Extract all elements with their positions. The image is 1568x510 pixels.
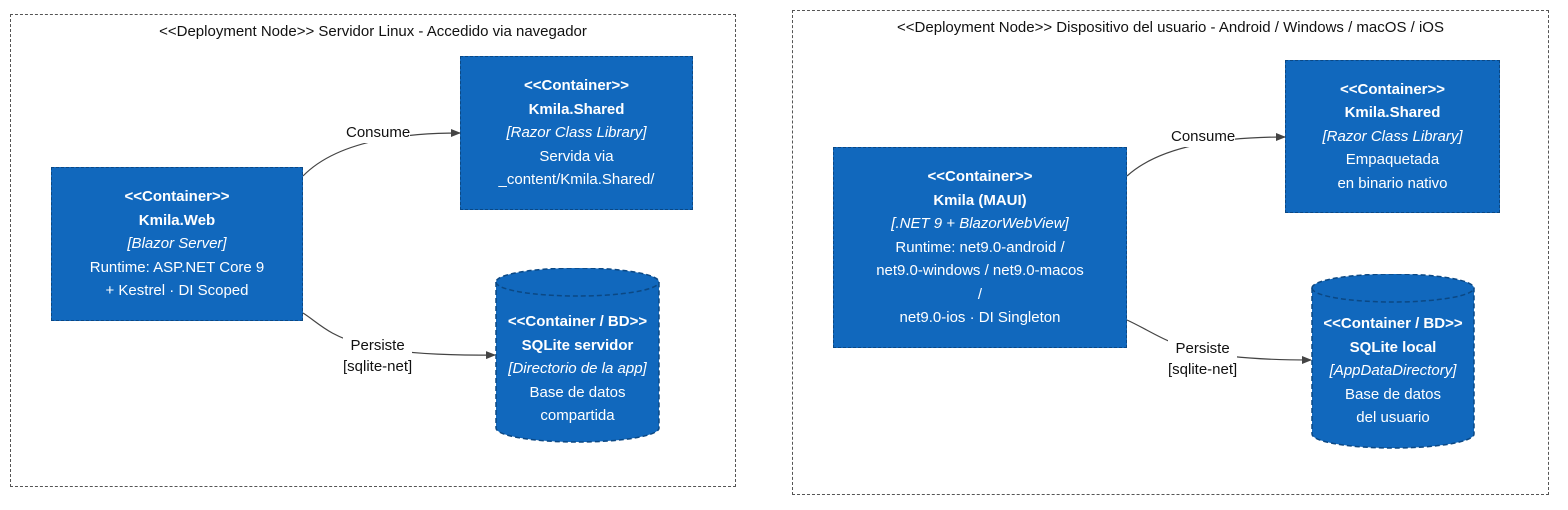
edge-label-consume-device: Consume [1171, 126, 1236, 147]
edge-web-consume-shared [302, 129, 461, 177]
edge-label-consume-server: Consume [346, 122, 411, 143]
container-stereotype: <<Container / BD>> [507, 313, 648, 330]
container-technology: [Directorio de la app] [508, 360, 647, 377]
container-technology: [AppDataDirectory] [1329, 362, 1457, 379]
edge-label-tech: [sqlite-net] [343, 358, 413, 375]
container-technology: [Razor Class Library] [506, 124, 647, 142]
edge-label-persist-device: Persiste [sqlite-net] [1168, 338, 1238, 380]
container-description-line: Base de datos [1345, 385, 1441, 403]
container-description-line: / [977, 285, 983, 303]
edge-label-text: Persiste [1175, 340, 1230, 357]
deployment-node-server-title: <<Deployment Node>> Servidor Linux - Acc… [159, 23, 587, 40]
database-cylinder-shape [1311, 274, 1475, 449]
container-description-line: del usuario [1356, 409, 1430, 426]
container-description-line: compartida [540, 407, 615, 424]
container-technology: [Blazor Server] [127, 235, 227, 253]
container-stereotype: <<Container / BD>> [1323, 315, 1463, 332]
container-name: SQLite servidor [521, 336, 634, 354]
container-name: Kmila.Shared [1344, 104, 1441, 122]
container-technology: [.NET 9 + BlazorWebView] [891, 215, 1069, 233]
container-description-line: _content/Kmila.Shared/ [498, 171, 655, 189]
container-kmila-shared-device: <<Container>> Kmila.Shared [Razor Class … [1285, 60, 1500, 213]
container-kmila-shared-server: <<Container>> Kmila.Shared [Razor Class … [460, 56, 693, 210]
container-stereotype: <<Container>> [927, 168, 1033, 186]
edge-label-text: Consume [1171, 128, 1236, 145]
deployment-node-device: <<Deployment Node>> Dispositivo del usua… [792, 10, 1549, 495]
container-description-line: net9.0-ios · DI Singleton [899, 309, 1061, 327]
container-name: SQLite local [1349, 338, 1437, 356]
database-cylinder-shape [495, 268, 660, 443]
edge-label-text: Consume [346, 124, 411, 141]
container-name: Kmila (MAUI) [933, 191, 1027, 209]
container-description-line: Runtime: net9.0-android / [895, 238, 1065, 256]
container-description-line: + Kestrel · DI Scoped [105, 282, 249, 300]
container-description-line: net9.0-windows / net9.0-macos [876, 262, 1084, 280]
container-description-line: Base de datos [529, 383, 626, 401]
deployment-node-server: <<Deployment Node>> Servidor Linux - Acc… [10, 14, 736, 487]
container-description-line: Runtime: ASP.NET Core 9 [89, 258, 265, 276]
container-technology: [Razor Class Library] [1322, 127, 1463, 145]
deployment-node-device-title: <<Deployment Node>> Dispositivo del usua… [897, 19, 1444, 36]
container-kmila-maui: <<Container>> Kmila (MAUI) [.NET 9 + Bla… [833, 147, 1127, 348]
edge-label-text: Persiste [350, 337, 405, 354]
container-stereotype: <<Container>> [523, 77, 630, 95]
edge-label-tech: [sqlite-net] [1168, 361, 1238, 378]
container-stereotype: <<Container>> [1339, 80, 1446, 98]
database-sqlite-local: <<Container / BD>> SQLite local [AppData… [1311, 274, 1475, 450]
container-kmila-web: <<Container>> Kmila.Web [Blazor Server] … [51, 167, 303, 321]
container-description-line: en binario nativo [1337, 174, 1448, 192]
container-stereotype: <<Container>> [124, 188, 230, 206]
container-description-line: Servida via [539, 147, 614, 165]
container-name: Kmila.Shared [528, 100, 625, 118]
database-sqlite-servidor: <<Container / BD>> SQLite servidor [Dire… [495, 268, 660, 444]
edge-label-persist-server: Persiste [sqlite-net] [343, 335, 413, 377]
container-description-line: Empaquetada [1345, 151, 1440, 169]
container-name: Kmila.Web [138, 211, 216, 229]
